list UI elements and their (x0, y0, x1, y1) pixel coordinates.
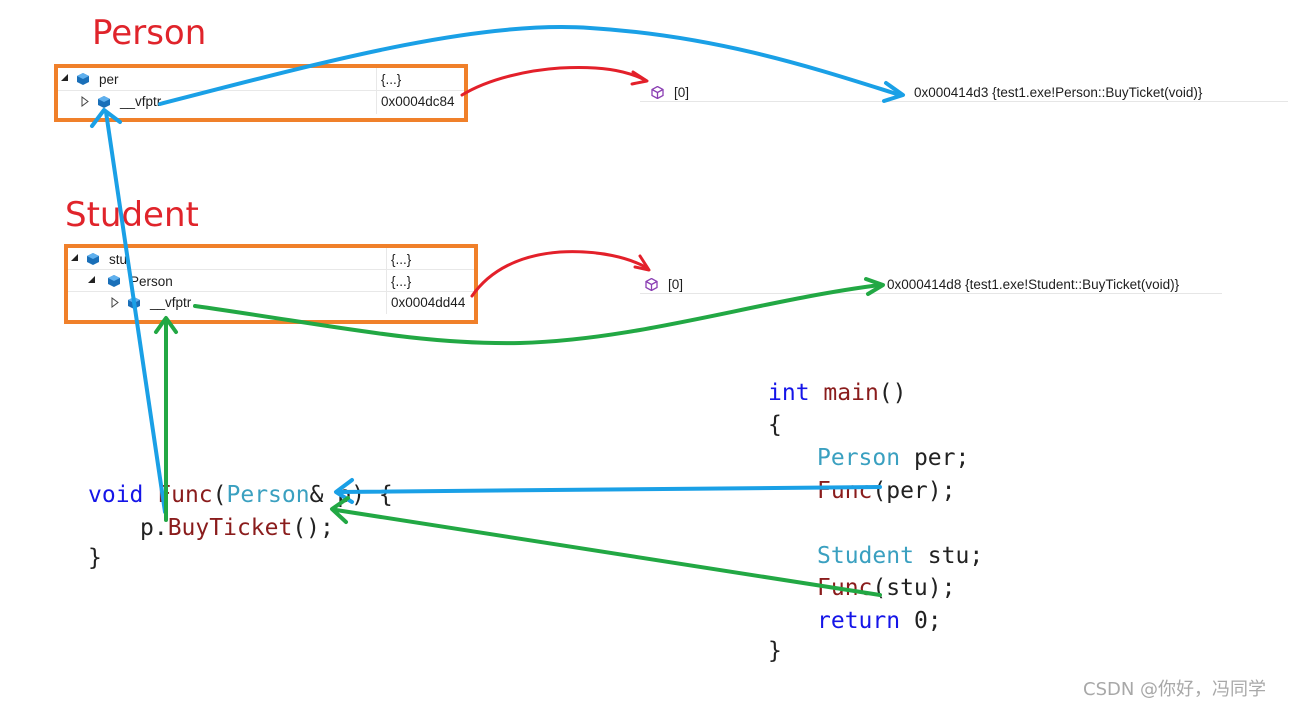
watch-row-vfptr[interactable]: __vfptr 0x0004dc84 (58, 91, 464, 112)
collapsed-triangle-icon[interactable] (111, 297, 119, 308)
object-cube-icon (77, 73, 89, 85)
blue-arrow-person-vtable (158, 24, 902, 106)
green-arrow-student-vtable (193, 283, 882, 346)
main-code-line-3: Person per; (817, 447, 969, 470)
blue-arrow-func-to-per (104, 110, 167, 514)
green-arrowhead (330, 496, 350, 524)
object-cube-icon (108, 275, 120, 287)
watch-value: {...} (391, 252, 412, 267)
blue-arrow-call-per (336, 485, 882, 494)
watch-value: 0x0004dd44 (391, 295, 466, 310)
brace-close: } (768, 638, 782, 664)
type-person: Person (817, 445, 901, 471)
student-watch-box (64, 244, 478, 324)
watch-value: {...} (391, 274, 412, 289)
vtable-index: [0] (674, 85, 690, 100)
vtable-entry: 0x000414d3 {test1.exe!Person::BuyTicket(… (914, 85, 1203, 100)
main-code-line-2: { (768, 414, 782, 437)
brace-close: } (88, 545, 102, 571)
field-cube-icon (645, 278, 658, 291)
field-cube-icon (651, 86, 664, 99)
watch-value: 0x0004dc84 (381, 94, 455, 109)
expanded-triangle-icon[interactable] (88, 276, 95, 283)
person-vtable-index-row[interactable]: [0] (640, 82, 908, 102)
watch-row-stu[interactable]: stu {...} (68, 248, 474, 269)
blue-arrowhead (882, 81, 905, 103)
watch-name: __vfptr (120, 94, 162, 109)
watch-name: Person (130, 274, 173, 289)
func-name: Func (157, 482, 213, 508)
blue-arrowhead (90, 108, 122, 128)
red-arrowhead (633, 254, 651, 272)
paren: ( (212, 482, 227, 508)
call-args: (per); (872, 478, 956, 504)
brace-open: { (768, 412, 782, 438)
return-rest: 0; (900, 608, 942, 634)
person-watch-table: per {...} __vfptr 0x0004dc84 (58, 68, 464, 118)
func-code-line-2: p.BuyTicket(); (140, 517, 334, 540)
obj: p. (140, 515, 168, 541)
watch-row-person-base[interactable]: Person {...} (68, 270, 474, 291)
func-code-line-1: void Func(Person& p) { (88, 484, 393, 507)
expanded-triangle-icon[interactable] (61, 74, 68, 81)
green-arrow-call-stu (334, 508, 882, 597)
watch-row-vfptr[interactable]: __vfptr 0x0004dd44 (68, 292, 474, 313)
func-code-line-3: } (88, 547, 102, 570)
object-cube-icon (87, 253, 99, 265)
watermark: CSDN @你好，冯同学 (1083, 679, 1267, 700)
red-arrow-person-vfptr (460, 66, 647, 97)
collapsed-triangle-icon[interactable] (81, 96, 89, 107)
red-arrow-student-vfptr (470, 250, 649, 298)
student-watch-table: stu {...} Person {...} __vfptr 0x0004dd4… (68, 248, 474, 320)
person-vtable-entry-row[interactable]: 0x000414d3 {test1.exe!Person::BuyTicket(… (908, 82, 1288, 102)
call-rest: (); (292, 515, 334, 541)
main-name: main (823, 380, 879, 406)
main-parens: () (878, 380, 907, 406)
type-student: Student (817, 543, 914, 569)
student-title: Student (65, 195, 199, 235)
main-code-line-1: int main() (768, 382, 907, 405)
green-arrowhead (864, 277, 885, 296)
watch-name: stu (109, 252, 128, 267)
vtable-entry: 0x000414d8 {test1.exe!Student::BuyTicket… (887, 277, 1180, 292)
green-arrowhead (154, 316, 178, 334)
watch-name: per (99, 72, 119, 87)
student-vtable-index-row[interactable]: [0] (640, 274, 882, 294)
expanded-triangle-icon[interactable] (71, 254, 78, 261)
method-buyticket: BuyTicket (167, 515, 293, 541)
main-code-line-5: Student stu; (817, 545, 983, 568)
vtable-index: [0] (668, 277, 684, 292)
person-title: Person (92, 13, 207, 53)
student-vtable-entry-row[interactable]: 0x000414d8 {test1.exe!Student::BuyTicket… (882, 274, 1222, 294)
watch-row-per[interactable]: per {...} (58, 69, 464, 90)
kw-return: return (817, 608, 901, 634)
decl-rest: stu; (913, 543, 984, 569)
object-cube-icon (98, 96, 110, 108)
watch-value: {...} (381, 72, 402, 87)
decl-rest: per; (900, 445, 970, 471)
watch-name: __vfptr (150, 295, 192, 310)
kw-void: void (88, 482, 144, 508)
main-code-line-7: return 0; (817, 610, 942, 633)
call-args: (stu); (872, 575, 956, 601)
main-code-line-8: } (768, 640, 782, 663)
type-person: Person (226, 482, 310, 508)
kw-int: int (768, 380, 810, 406)
red-arrowhead (630, 70, 649, 86)
